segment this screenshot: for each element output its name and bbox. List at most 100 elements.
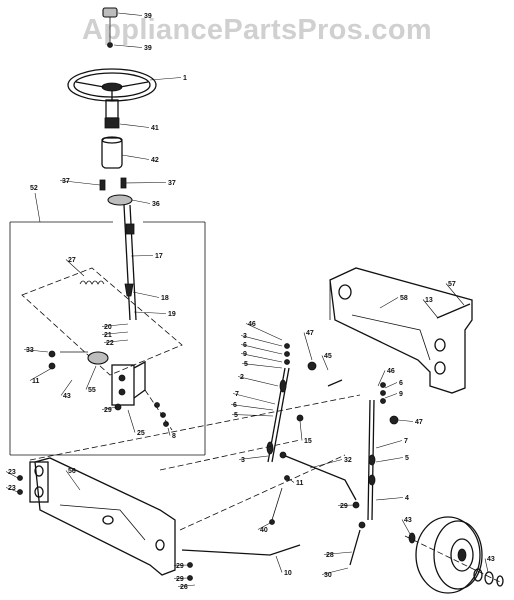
callout-25: 25	[137, 430, 145, 437]
front-wheel	[404, 516, 504, 594]
callout-20: 20	[104, 324, 112, 331]
leader-line	[375, 440, 403, 449]
callout-29c: 29	[176, 563, 184, 570]
leader-line	[103, 339, 129, 343]
bolt	[436, 303, 471, 319]
callout-5b: 5	[234, 412, 238, 419]
callout-3b: 3	[241, 457, 245, 464]
callout-21: 21	[104, 332, 112, 339]
axle-bracket	[329, 267, 473, 394]
leader-line	[177, 584, 196, 587]
callout-26: 26	[180, 584, 188, 591]
leader-line	[321, 355, 329, 371]
callout-18: 18	[161, 295, 169, 302]
leader-line	[375, 497, 404, 501]
callout-7b: 7	[404, 438, 408, 445]
steering-rod	[282, 454, 357, 501]
callout-19: 19	[168, 311, 176, 318]
leader-line	[384, 382, 398, 389]
callout-10: 10	[284, 570, 292, 577]
callout-32: 32	[344, 457, 352, 464]
leader-line	[230, 404, 274, 411]
leader-line	[29, 367, 53, 381]
leader-line	[275, 555, 283, 573]
callout-45: 45	[324, 353, 332, 360]
leader-line	[240, 335, 283, 347]
leader-line	[121, 154, 150, 160]
callout-2: 2	[240, 374, 244, 381]
callout-43b: 43	[404, 517, 412, 524]
leader-line	[167, 427, 171, 436]
callout-28: 28	[326, 552, 334, 559]
callout-23b: 23	[8, 485, 16, 492]
callout-39b: 39	[144, 45, 152, 52]
callout-46a: 46	[248, 321, 256, 328]
leader-line	[125, 182, 167, 184]
leader-line	[384, 393, 398, 399]
callout-4: 4	[405, 495, 409, 502]
leader-line	[5, 487, 19, 493]
callout-36: 36	[152, 201, 160, 208]
leader-line	[173, 564, 189, 566]
leader-line	[232, 393, 276, 405]
callout-37a: 37	[62, 178, 70, 185]
leader-line	[238, 455, 269, 460]
steering-wheel	[67, 68, 157, 102]
callout-6b: 6	[233, 402, 237, 409]
callout-41: 41	[151, 125, 159, 132]
leader-line	[401, 519, 411, 535]
callout-7a: 7	[235, 391, 239, 398]
callout-6c: 6	[399, 380, 403, 387]
leader-line	[149, 77, 182, 81]
leader-line	[231, 414, 274, 417]
callout-11b: 11	[296, 480, 304, 487]
leader-line	[321, 567, 349, 575]
callout-56: 56	[68, 468, 76, 475]
callout-22: 22	[106, 340, 114, 347]
leader-line	[101, 406, 118, 410]
leader-line	[240, 344, 283, 355]
callout-11a: 11	[32, 378, 40, 385]
leader-line	[65, 259, 85, 277]
leader-line	[303, 332, 313, 361]
steering-column-assembly	[67, 7, 157, 321]
callout-9a: 9	[243, 351, 247, 358]
adapter	[104, 117, 120, 129]
leader-line	[131, 199, 151, 204]
callout-29d: 29	[176, 576, 184, 583]
tire	[415, 516, 481, 594]
leader-line	[133, 311, 167, 314]
leader-line	[130, 255, 154, 257]
callout-13: 13	[425, 297, 433, 304]
leader-line	[85, 365, 97, 390]
callout-39a: 39	[144, 13, 152, 20]
leader-line	[299, 420, 303, 441]
spring	[79, 280, 105, 285]
cap-nut	[107, 42, 113, 48]
leader-line	[241, 363, 283, 369]
leader-line	[379, 297, 399, 309]
linkage	[29, 343, 399, 566]
bracket	[111, 364, 135, 406]
leader-line	[23, 349, 49, 353]
leader-line	[113, 44, 143, 48]
steering-gear-detail-box	[9, 192, 206, 456]
callout-42: 42	[151, 157, 159, 164]
leader-line	[101, 323, 129, 327]
callout-29b: 29	[340, 503, 348, 510]
leader-line	[117, 12, 143, 16]
callout-52: 52	[30, 185, 38, 192]
callout-37b: 37	[168, 180, 176, 187]
callout-8a: 8	[172, 433, 176, 440]
callout-55: 55	[88, 387, 96, 394]
callout-29a: 29	[104, 407, 112, 414]
leader-line	[5, 471, 19, 479]
callout-5a: 5	[244, 361, 248, 368]
leader-line	[127, 409, 136, 433]
callout-33: 33	[26, 347, 34, 354]
callout-9b: 9	[399, 391, 403, 398]
callout-15: 15	[304, 438, 312, 445]
callout-6a: 6	[243, 342, 247, 349]
leader-line	[132, 291, 160, 298]
